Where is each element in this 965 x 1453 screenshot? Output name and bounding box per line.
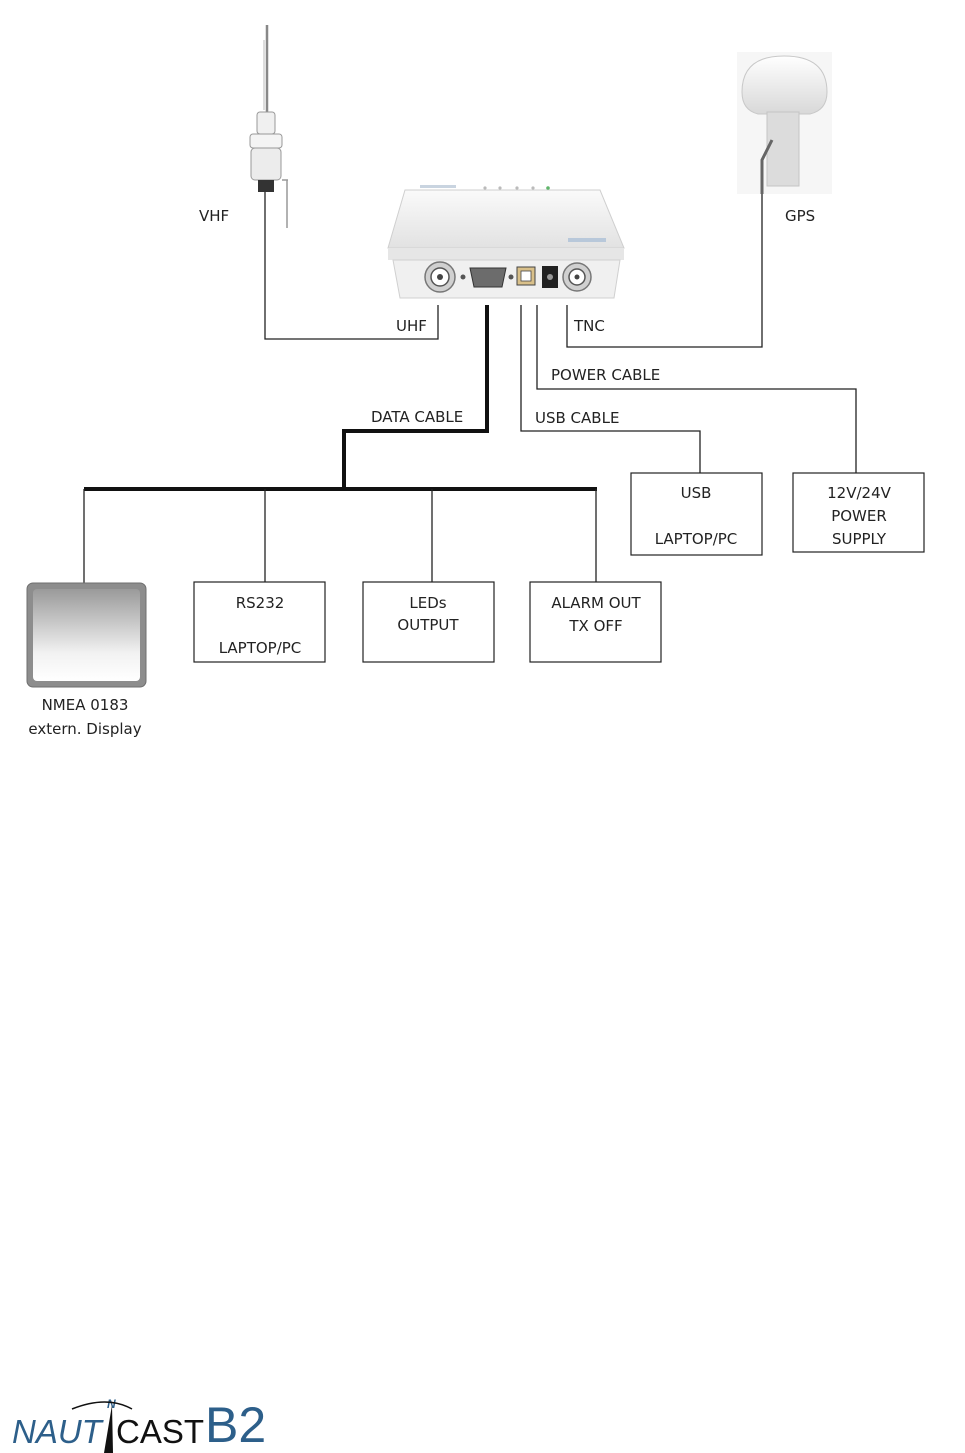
display-icon bbox=[27, 583, 146, 687]
compass-needle-icon bbox=[104, 1405, 113, 1453]
logo-cast: CAST bbox=[116, 1413, 204, 1450]
alarm-out-box: ALARM OUT TX OFF bbox=[530, 582, 661, 662]
data-cable-label: DATA CABLE bbox=[371, 408, 463, 426]
power-box-line1: 12V/24V bbox=[827, 484, 891, 502]
logo-b2: B2 bbox=[205, 1397, 266, 1453]
alarm-box-line2: TX OFF bbox=[568, 617, 622, 635]
uhf-label: UHF bbox=[396, 317, 427, 335]
power-supply-box: 12V/24V POWER SUPPLY bbox=[793, 473, 924, 552]
leds-box-line2: OUTPUT bbox=[397, 616, 459, 634]
leds-box-line1: LEDs bbox=[409, 594, 446, 612]
rs232-laptop-box: RS232 LAPTOP/PC bbox=[194, 582, 325, 662]
rs232-box-line1: RS232 bbox=[236, 594, 285, 612]
nauticast-logo: NAUT N CAST B2 bbox=[12, 1395, 282, 1453]
power-cable-label: POWER CABLE bbox=[551, 366, 660, 384]
tnc-label: TNC bbox=[573, 317, 605, 335]
usb-laptop-box: USB LAPTOP/PC bbox=[631, 473, 762, 555]
display-label-line1: NMEA 0183 bbox=[42, 696, 129, 714]
usb-cable-label: USB CABLE bbox=[535, 409, 619, 427]
connection-diagram: VHF GPS bbox=[0, 0, 965, 1390]
rs232-box-line2: LAPTOP/PC bbox=[219, 639, 302, 657]
power-box-line2: POWER bbox=[831, 507, 887, 525]
ais-transponder-icon bbox=[388, 185, 624, 298]
gps-label: GPS bbox=[785, 207, 815, 225]
display-label-line2: extern. Display bbox=[28, 720, 141, 738]
vhf-label: VHF bbox=[199, 207, 229, 225]
alarm-box-line1: ALARM OUT bbox=[551, 594, 641, 612]
usb-box-line2: LAPTOP/PC bbox=[655, 530, 738, 548]
gps-antenna-icon bbox=[737, 52, 832, 194]
power-box-line3: SUPPLY bbox=[832, 530, 887, 548]
vhf-antenna-icon bbox=[250, 25, 288, 228]
usb-box-line1: USB bbox=[681, 484, 712, 502]
leds-output-box: LEDs OUTPUT bbox=[363, 582, 494, 662]
logo-naut: NAUT bbox=[12, 1413, 105, 1450]
